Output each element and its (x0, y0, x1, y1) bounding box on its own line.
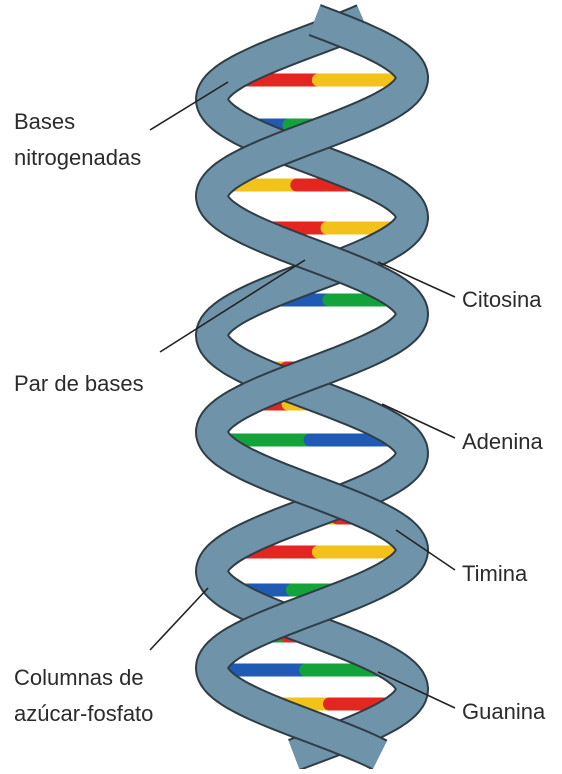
label-guanina: Guanina (462, 694, 545, 730)
sugar-phosphate-backbones (212, 20, 412, 755)
label-citosina: Citosina (462, 282, 541, 318)
leader-columnas (150, 588, 208, 650)
label-columnas-azucar-fosfato: Columnas de azúcar-fosfato (14, 660, 153, 732)
label-bases-nitrogenadas: Bases nitrogenadas (14, 104, 141, 176)
label-timina: Timina (462, 556, 527, 592)
label-adenina: Adenina (462, 424, 543, 460)
label-par-de-bases: Par de bases (14, 366, 144, 402)
